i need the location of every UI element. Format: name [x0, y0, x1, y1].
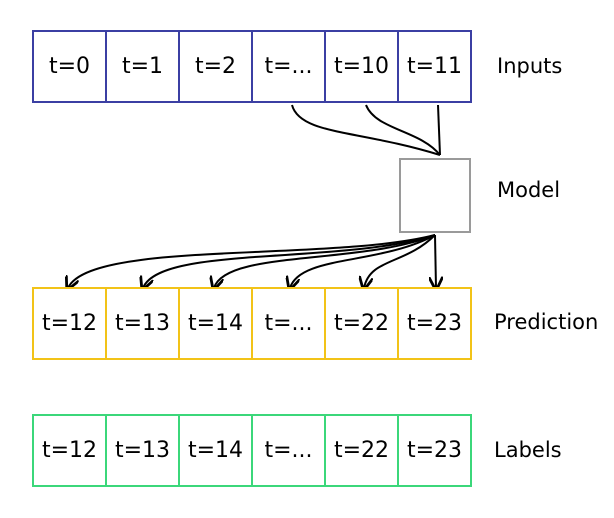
- label-cell: t=23: [397, 414, 472, 487]
- input-cell: t=0: [32, 30, 107, 103]
- model-box: [399, 158, 471, 233]
- prediction-cell: t=22: [324, 287, 399, 360]
- pred-arrow-3: [214, 234, 436, 288]
- prediction-cell: t=...: [251, 287, 326, 360]
- pred-arrow-6: [435, 234, 436, 288]
- prediction-cell: t=13: [105, 287, 180, 360]
- input-cell: t=10: [324, 30, 399, 103]
- label-cell: t=12: [32, 414, 107, 487]
- input-arrow-ellipsis: [291, 104, 441, 156]
- prediction-cell: t=14: [178, 287, 253, 360]
- model-label: Model: [497, 178, 561, 202]
- input-arrow-t11: [437, 104, 441, 156]
- input-cell: t=11: [397, 30, 472, 103]
- input-cell: t=2: [178, 30, 253, 103]
- label-cell: t=14: [178, 414, 253, 487]
- pred-arrow-4: [290, 234, 436, 288]
- input-cell: t=...: [251, 30, 326, 103]
- label-cell: t=22: [324, 414, 399, 487]
- prediction-cell: t=12: [32, 287, 107, 360]
- labels-row: t=12 t=13 t=14 t=... t=22 t=23: [32, 414, 472, 487]
- prediction-cell: t=23: [397, 287, 472, 360]
- pred-arrow-1: [68, 234, 436, 288]
- input-cell: t=1: [105, 30, 180, 103]
- inputs-label: Inputs: [497, 54, 563, 78]
- pred-arrow-2: [143, 234, 436, 288]
- labels-label: Labels: [494, 438, 562, 462]
- input-arrow-t10: [365, 104, 441, 156]
- inputs-row: t=0 t=1 t=2 t=... t=10 t=11: [32, 30, 472, 103]
- prediction-row: t=12 t=13 t=14 t=... t=22 t=23: [32, 287, 472, 360]
- label-cell: t=13: [105, 414, 180, 487]
- prediction-label: Prediction: [494, 310, 599, 334]
- pred-arrow-5: [364, 234, 436, 288]
- label-cell: t=...: [251, 414, 326, 487]
